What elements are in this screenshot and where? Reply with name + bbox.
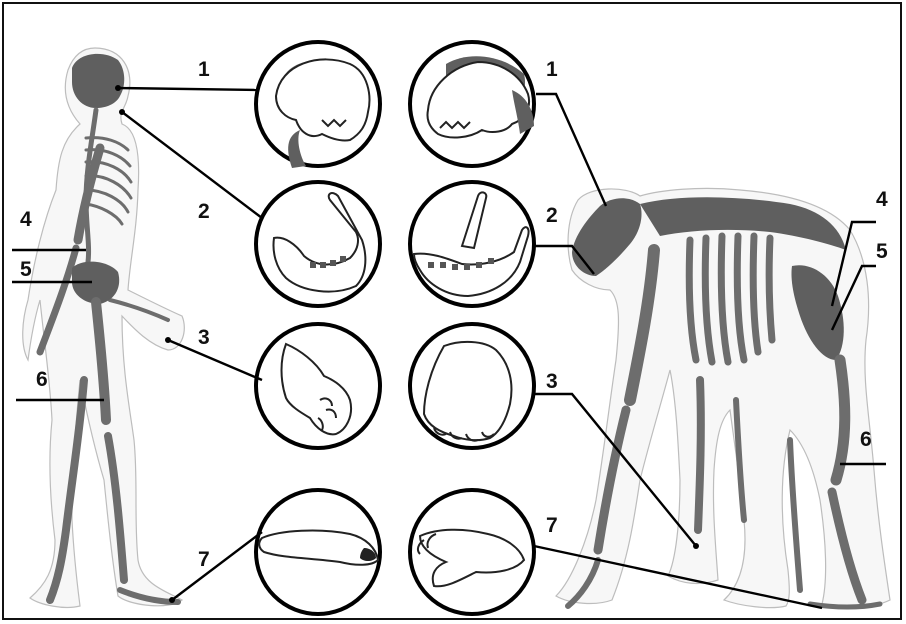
human-pelvis-label: 5 bbox=[20, 258, 32, 281]
human-skull-detail bbox=[256, 42, 380, 168]
human-spine-label: 4 bbox=[20, 208, 32, 231]
human-skull-label: 1 bbox=[198, 58, 210, 81]
ape-foot-detail bbox=[410, 490, 534, 614]
human-jaw-detail bbox=[256, 182, 380, 306]
ape-jaw-detail bbox=[410, 182, 534, 306]
human-hand-detail bbox=[256, 324, 380, 448]
human-hand-label: 3 bbox=[198, 326, 210, 349]
human-jaw-leader bbox=[122, 112, 262, 218]
human-skull-bone bbox=[72, 54, 124, 108]
ape-figure bbox=[556, 188, 890, 607]
ape-back-leg-bone bbox=[790, 440, 800, 590]
human-foot-detail bbox=[256, 490, 380, 614]
ape-skull-leader bbox=[536, 94, 606, 206]
ape-hand-detail bbox=[410, 324, 534, 448]
ape-skull-label: 1 bbox=[546, 58, 558, 81]
human-leg-label: 6 bbox=[36, 368, 48, 391]
ape-skull-detail bbox=[410, 42, 534, 166]
human-foot-leader bbox=[172, 532, 262, 600]
ape-hand-label: 3 bbox=[546, 370, 558, 393]
human-jaw-label: 2 bbox=[198, 200, 210, 223]
ape-leg-label: 6 bbox=[860, 428, 872, 451]
ape-jaw-label: 2 bbox=[546, 204, 558, 227]
human-skull-leader bbox=[118, 88, 258, 90]
human-figure bbox=[23, 48, 185, 607]
human-foot-label: 7 bbox=[198, 548, 210, 571]
human-hand-leader bbox=[168, 340, 262, 380]
ape-pelvis-label: 5 bbox=[876, 240, 888, 263]
ape-spine-label: 4 bbox=[876, 188, 888, 211]
ape-far-arm-bone bbox=[698, 380, 701, 530]
ape-foot-label: 7 bbox=[546, 514, 558, 537]
